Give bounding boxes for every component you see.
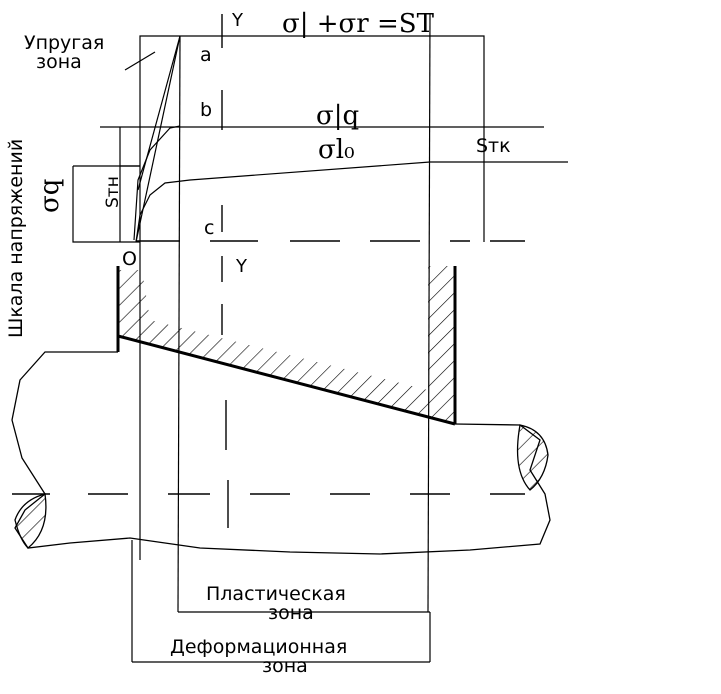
elastic-zone-leader: [124, 51, 156, 71]
sigma-l0-label: σl₀: [318, 135, 355, 165]
point-o-label: O: [122, 248, 137, 270]
sigma-l0-line: [135, 161, 568, 243]
right-end-section: [516, 424, 549, 491]
workpiece-outline: [11, 351, 551, 555]
die-profile: [116, 266, 457, 426]
point-b-label: b: [200, 99, 212, 121]
plastic-zone-label-1: Пластическая: [206, 583, 346, 605]
y-axis: [221, 14, 229, 528]
point-c-label: c: [204, 217, 214, 239]
elastic-zone-label-1: Упругая: [24, 32, 104, 54]
yield-condition-formula: σ| +σr =ST: [282, 9, 435, 39]
left-end-section: [14, 493, 47, 549]
s-tk-label: Sтк: [476, 135, 511, 157]
line-o-to-a-1: [135, 35, 181, 243]
sigma-lq-label: σ|q: [316, 101, 359, 131]
st-curve: [133, 125, 181, 241]
outer-frame: [139, 35, 485, 242]
zone-boundaries: [131, 13, 431, 663]
line-o-to-a-2: [137, 35, 181, 191]
stress-scale-label: Шкала напряжений: [5, 139, 27, 338]
die-hatch: [118, 266, 455, 423]
s-tn-label: Sтн: [103, 176, 123, 208]
stress-diagram: [72, 35, 568, 243]
y-axis-bottom-label: Y: [235, 256, 248, 277]
sq-bracket: [72, 166, 140, 243]
deformation-zone-label-1: Деформационная: [170, 636, 347, 658]
plastic-zone-label-2: зона: [268, 602, 314, 624]
y-axis-top-label: Y: [231, 10, 244, 31]
deformation-zone-label-2: зона: [262, 655, 308, 677]
sigma-q-label: σq: [35, 179, 65, 213]
elastic-zone-label-2: зона: [36, 51, 82, 73]
point-a-label: a: [200, 44, 212, 66]
